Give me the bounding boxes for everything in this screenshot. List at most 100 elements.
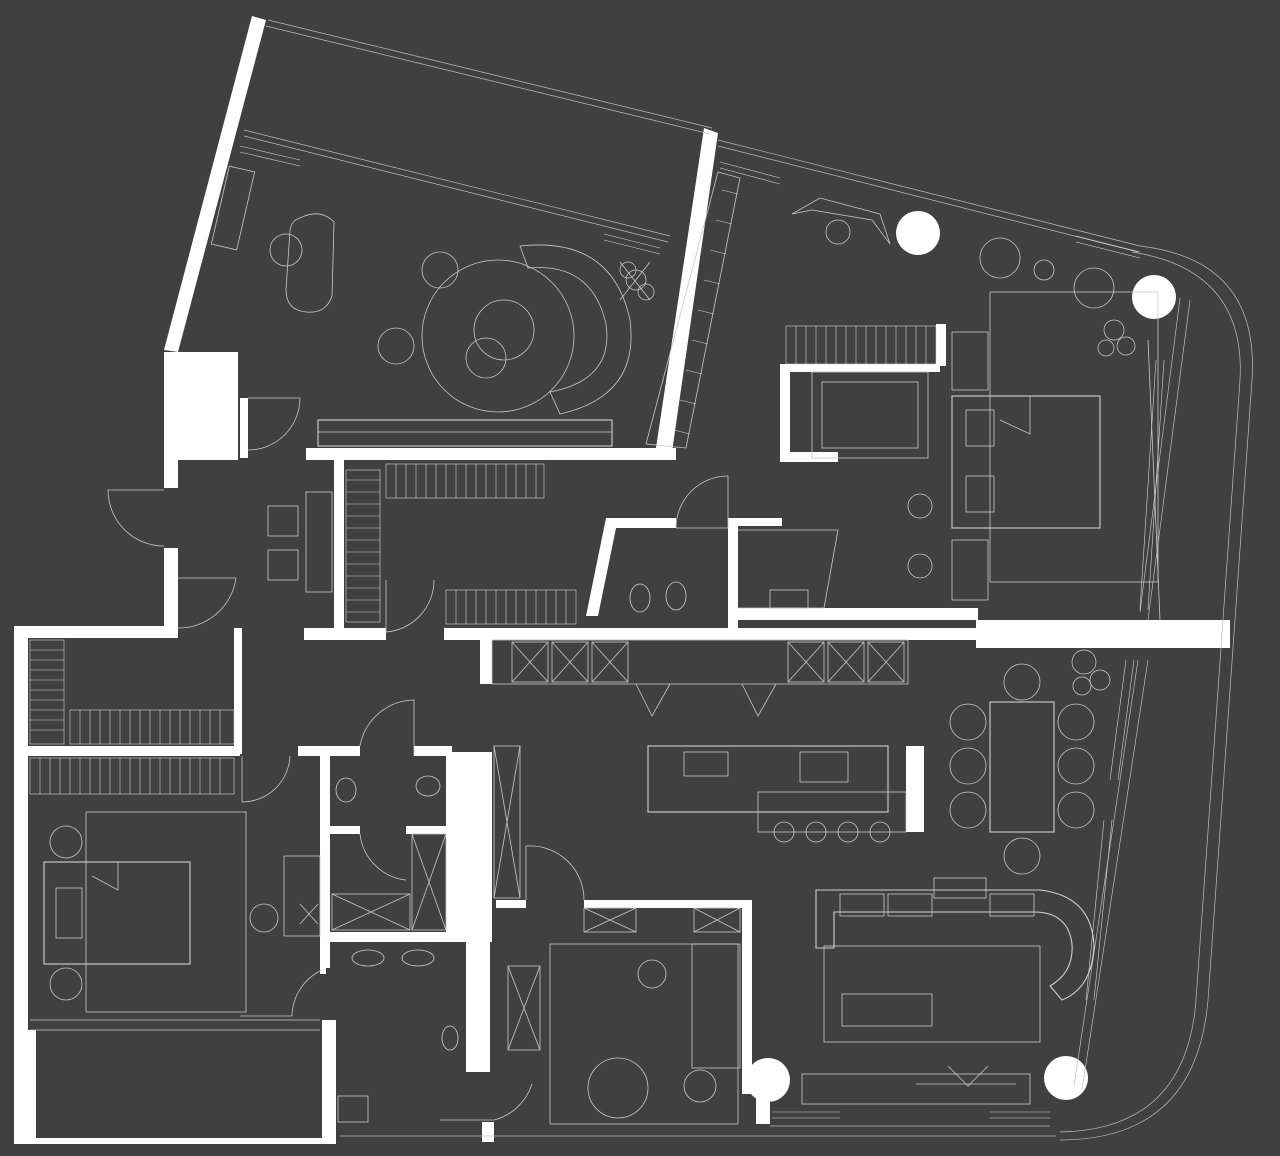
wall-bath2-mid (330, 826, 360, 834)
column-ne1 (896, 211, 940, 255)
nightstand-2 (951, 539, 989, 601)
rug-ne (989, 291, 1159, 583)
kitchen-island (647, 745, 889, 813)
room-sw-bedroom (29, 639, 323, 1031)
wall-closet-v (334, 460, 344, 630)
study-rug (549, 943, 739, 1125)
study-sofa (691, 943, 741, 1069)
planter-se (772, 359, 1165, 1119)
wall-sw-inner-v (234, 628, 242, 754)
wall-ne-closet-h2 (780, 364, 940, 372)
wall-sw-balcony-top (28, 1030, 36, 1140)
nightstand-1 (951, 331, 989, 391)
wall-bath-v (728, 518, 738, 628)
dining-area (949, 649, 1111, 875)
planter-nw (239, 145, 1141, 259)
walls (14, 16, 1230, 1144)
column-se1 (746, 1058, 790, 1102)
wall-entry-block (164, 352, 238, 488)
wall-bath2-top-r (414, 746, 452, 756)
double-sink-1 (351, 949, 385, 967)
rug-sw (85, 811, 247, 1013)
round-rug (421, 259, 575, 413)
wall-sw-inner-top (28, 746, 240, 756)
living-rug (823, 945, 1041, 1043)
armchair (269, 233, 303, 267)
wall-upper-h (306, 448, 676, 460)
wall-spine-left (444, 628, 978, 640)
wall-kitchen-stub (906, 746, 924, 832)
wall-study-right (742, 900, 752, 1094)
column-se2 (1044, 1056, 1088, 1100)
wall-hall-v (480, 640, 492, 684)
wc-2 (665, 581, 687, 611)
lounge-chair-2 (377, 327, 415, 365)
wall-wc-upper (586, 518, 676, 616)
plant-nw (619, 261, 655, 301)
wall-sw-left (14, 626, 28, 1140)
room-nw-lounge (210, 165, 655, 447)
coffee-table (473, 299, 535, 361)
tub (811, 371, 929, 459)
door-entry (107, 489, 165, 547)
wall-bath3-right (466, 940, 490, 1072)
living-area (801, 877, 1095, 1105)
desk-ne (791, 197, 891, 245)
nightstand-sw1 (49, 825, 83, 859)
wall-study-top (584, 900, 750, 908)
wall-ne-closet-v2 (936, 324, 946, 366)
coffee-table-se (841, 993, 933, 1027)
wall-bath3-low2 (482, 1122, 494, 1142)
central-baths (331, 699, 533, 1123)
sectional-sofa (815, 889, 1095, 1001)
chair-ne2 (1073, 267, 1115, 309)
room-ne-bedroom (785, 197, 1161, 621)
study-table (587, 1057, 649, 1119)
wall-ne-closet-h (780, 452, 838, 462)
closet-ne-slanted (645, 171, 741, 449)
sink-ne1 (907, 493, 933, 519)
wall-spine-stub (1134, 638, 1158, 648)
sink-bath2 (335, 777, 357, 803)
shower-bath2 (331, 893, 411, 931)
wall-bath-top (738, 518, 782, 526)
wall-sw-top (14, 626, 178, 638)
desk-sw (283, 855, 321, 937)
wall-bath2-bottom (320, 932, 492, 942)
console (305, 491, 333, 593)
column-ne2 (1132, 275, 1176, 319)
nightstand-sw2 (49, 967, 83, 1001)
console-table (317, 419, 613, 447)
wall-bath-col (446, 752, 492, 932)
chair-ne (979, 237, 1021, 279)
plant-dining (1071, 649, 1111, 696)
room-study (507, 845, 741, 1125)
wall-bath2-mid-r (406, 826, 452, 834)
entry-hall (107, 397, 839, 633)
kitchen-cabinets (491, 639, 909, 843)
wall-bath2-left (320, 746, 330, 968)
wall-sw-balcony-right (322, 1020, 336, 1144)
wall-entry-jamb (240, 398, 248, 458)
wc-1 (629, 583, 651, 613)
wall-sw-bottom (14, 1138, 336, 1144)
wall-bath-bottom (738, 608, 978, 620)
wall-corridor-h1 (304, 628, 386, 640)
wall-study-left (496, 900, 526, 908)
bed-sw (43, 861, 191, 965)
plant-ne (1097, 319, 1136, 357)
chaise-lounge (285, 213, 335, 313)
double-sink-2 (401, 949, 435, 967)
lounge-chair-1 (421, 251, 459, 289)
bed-ne (951, 395, 1101, 529)
wall-ne-closet-v (780, 364, 790, 460)
facade (239, 19, 1253, 1141)
side-table (465, 337, 507, 379)
dining-table (989, 701, 1055, 833)
tv-console (801, 1073, 1031, 1105)
curved-sofa (519, 244, 632, 415)
closet-hall (385, 463, 545, 499)
wall-left-corridor (164, 548, 178, 628)
sink-ne2 (907, 553, 933, 579)
